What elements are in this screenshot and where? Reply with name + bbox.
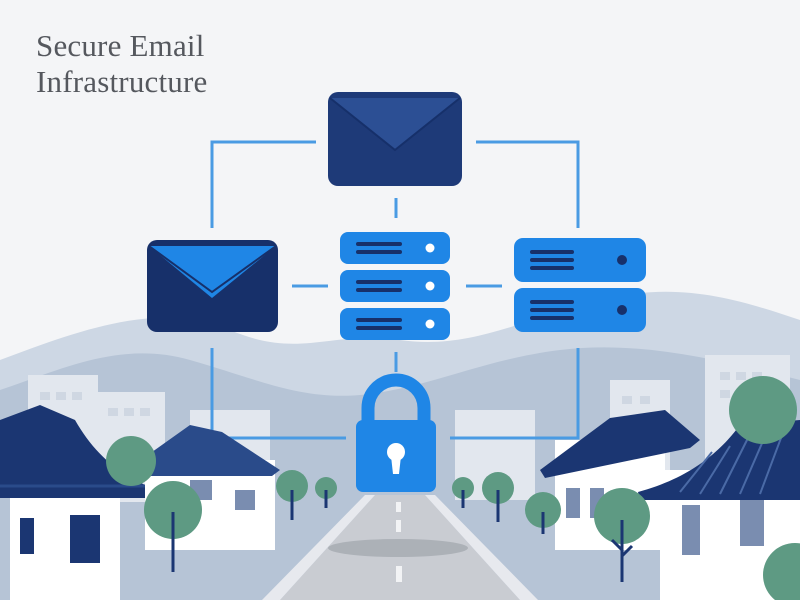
center-server-stack-icon — [340, 232, 450, 340]
right-server-stack-icon — [514, 238, 646, 332]
left-envelope-icon — [147, 240, 278, 332]
trees — [106, 376, 800, 600]
page-title-line-2: Infrastructure — [36, 64, 208, 99]
padlock-icon — [356, 373, 436, 492]
top-envelope-icon — [328, 92, 462, 186]
page-title: Secure Email Infrastructure — [36, 28, 207, 100]
road — [262, 495, 538, 600]
page-title-line-1: Secure Email — [36, 28, 205, 63]
right-traditional-house — [638, 420, 800, 600]
